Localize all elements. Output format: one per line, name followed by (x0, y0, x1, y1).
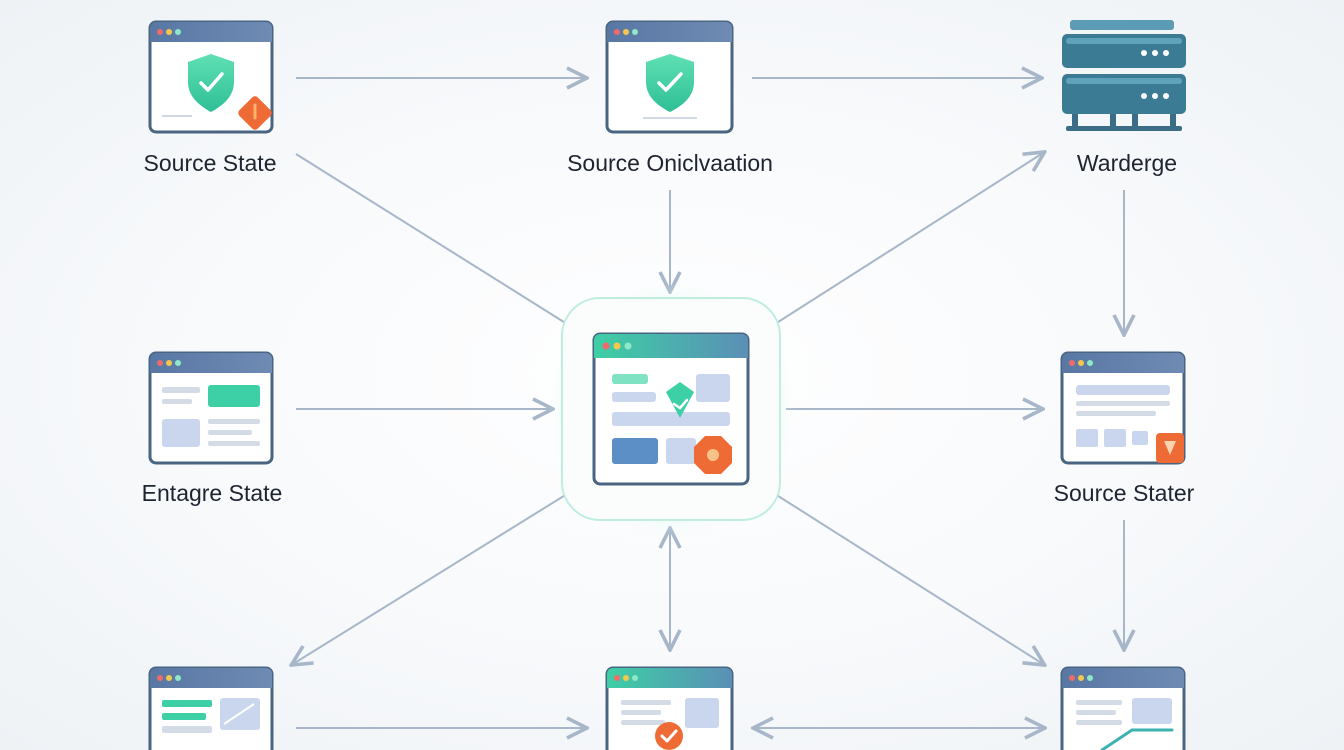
arrow-hub-to-warderge (774, 153, 1043, 325)
connections (293, 78, 1124, 728)
node-warderge[interactable] (1062, 20, 1186, 131)
label-source-oniclvaation: Source Oniclvaation (567, 150, 773, 176)
browser-window-icon (1076, 698, 1174, 750)
browser-window-icon (621, 698, 719, 728)
node-source-stater[interactable] (1060, 351, 1186, 465)
node-bottom-left[interactable] (148, 666, 274, 750)
node-bottom-right[interactable] (1060, 666, 1186, 750)
label-entagre-state: Entagre State (141, 480, 283, 506)
shield-check-icon (188, 54, 234, 112)
alert-badge-icon (1156, 433, 1184, 463)
label-warderge: Warderge (1076, 150, 1178, 176)
node-source-oniclvaation[interactable] (605, 20, 734, 134)
node-entagre-state[interactable] (148, 351, 274, 465)
warning-diamond-icon (238, 96, 272, 130)
label-source-stater: Source Stater (1053, 480, 1195, 506)
browser-window-icon (1076, 385, 1170, 447)
arrow-source-state-to-hub (295, 153, 568, 325)
node-bottom-mid[interactable] (605, 666, 734, 750)
alert-octagon-icon (694, 436, 732, 474)
check-badge-icon (655, 722, 683, 750)
label-source-state: Source State (143, 150, 277, 176)
browser-window-icon (162, 385, 260, 447)
browser-window-icon (162, 698, 260, 733)
dashboard-window-icon (592, 332, 750, 486)
node-center-hub[interactable] (548, 282, 796, 538)
arrow-hub-to-bottom-right (774, 493, 1043, 664)
arrow-hub-to-bottom-left (293, 493, 568, 664)
node-source-state[interactable] (148, 20, 274, 134)
server-icon (1062, 20, 1186, 131)
shield-check-icon (646, 54, 694, 112)
